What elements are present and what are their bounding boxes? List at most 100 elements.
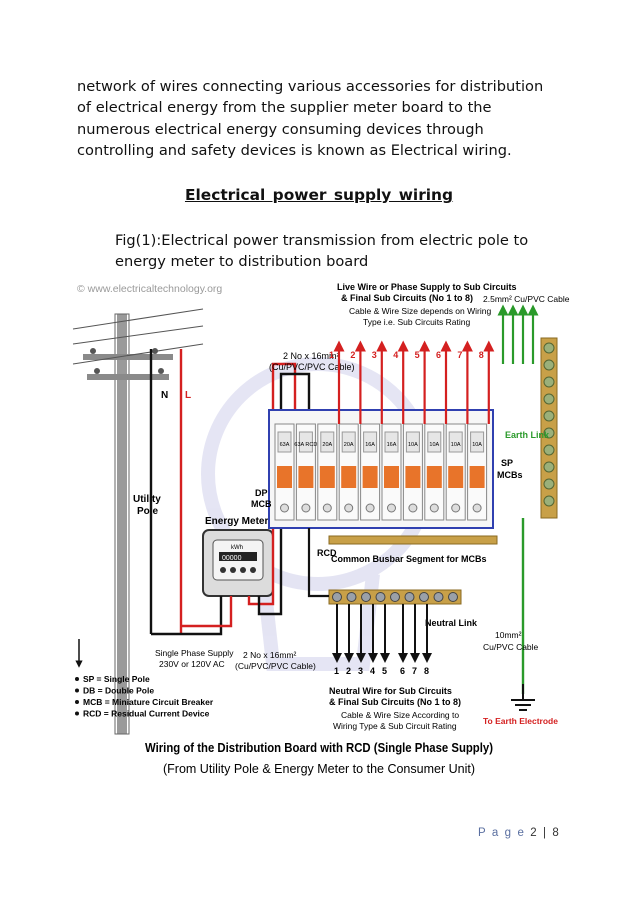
diagram-subtitle: (From Utility Pole & Energy Meter to the… (163, 762, 475, 776)
live-subtitle: Type i.e. Sub Circuits Rating (363, 317, 471, 327)
breaker-rating: 10A (429, 442, 439, 448)
circuit-breaker: 63A RCD (294, 423, 317, 521)
bullet-icon (75, 700, 79, 704)
meter-digits: 00000 (222, 555, 242, 562)
screw-icon (419, 592, 429, 602)
page-number: P a g e 2 | 8 (478, 827, 560, 839)
screw-icon (375, 592, 386, 602)
figure-caption: Fig(1):Electrical power transmission fro… (115, 230, 528, 273)
breaker-rating: 63A (280, 442, 290, 448)
screw-icon (543, 393, 555, 405)
neutral-title: & Final Sub Circuits (No 1 to 8) (329, 697, 461, 707)
circuit-breaker: 10A (424, 423, 445, 521)
bullet-icon (75, 688, 79, 693)
neutral-label: N (161, 390, 168, 401)
neutral-circuit-number: 6 (400, 666, 405, 676)
dp-mcb-label: DP (255, 488, 268, 498)
supply-label: 230V or 120V AC (159, 659, 225, 669)
paragraph-line: numerous electrical energy consuming dev… (77, 120, 484, 138)
live-title: Live Wire or Phase Supply to Sub Circuit… (337, 282, 516, 292)
live-circuit-number: 3 (372, 350, 377, 360)
screw-icon (433, 592, 444, 602)
screw-icon (390, 592, 400, 602)
live-subtitle: Cable & Wire Size depends on Wiring (349, 306, 491, 316)
circuit-breaker: 10A (445, 423, 466, 521)
breaker-rating: 10A (451, 442, 461, 448)
neutral-circuit-number: 3 (358, 666, 363, 676)
circuit-breaker: 16A (360, 423, 381, 521)
circuit-breaker: 10A (467, 423, 488, 521)
page-word: P a g e (478, 827, 526, 839)
screw-icon (448, 592, 458, 602)
sp-mcbs-label: SP (501, 458, 513, 468)
live-to-meter-wire (181, 596, 233, 628)
utility-pole-label: Pole (137, 506, 159, 517)
live-label: L (185, 390, 191, 401)
paragraph-line: controlling and safety devices is known … (77, 142, 512, 160)
live-circuit-number: 1 (329, 350, 334, 360)
screw-icon (543, 359, 555, 371)
cable-label: 2 No x 16mm² (243, 650, 297, 660)
page-current: 2 (530, 827, 539, 839)
busbar-label: Common Busbar Segment for MCBs (331, 554, 487, 564)
neutral-link-label: Neutral Link (425, 618, 478, 628)
caption-line: energy meter to distribution board (115, 253, 369, 271)
dp-mcb-label: MCB (251, 499, 272, 509)
screw-icon (543, 478, 555, 490)
utility-pole-label: Utility (133, 494, 161, 505)
breaker-rating: 16A (387, 442, 397, 448)
legend-item: SP = Single Pole (83, 674, 150, 684)
paragraph-line: of electrical energy from the supplier m… (77, 99, 492, 117)
meter-kwh-label: kWh (231, 545, 243, 551)
screw-icon (543, 444, 555, 456)
neutral-circuit-number: 8 (424, 666, 429, 676)
diagram-title: Wiring of the Distribution Board with RC… (145, 740, 493, 755)
bullet-icon (75, 711, 79, 716)
page-total: 8 (552, 827, 561, 839)
breaker-rating: 20A (322, 442, 332, 448)
neutral-to-meter-wire (151, 596, 223, 636)
screw-icon (543, 376, 555, 388)
earth-cable-label: 2.5mm² Cu/PVC Cable (483, 294, 570, 304)
neutral-screws (332, 592, 458, 602)
live-circuit-number: 4 (393, 350, 398, 360)
section-heading: Electrical power supply wiring (184, 186, 454, 204)
utility-pole-icon (72, 308, 204, 735)
screw-icon (543, 427, 555, 439)
live-title: & Final Sub Circuits (No 1 to 8) (341, 293, 473, 303)
paragraph-line: network of wires connecting various acce… (77, 78, 544, 95)
earth-ground-icon (511, 684, 535, 711)
live-circuit-number: 5 (415, 350, 420, 360)
wiring-diagram: © www.electricaltechnology.org Utility P… (72, 282, 570, 776)
sp-mcbs-label: MCBs (497, 470, 523, 480)
earth-cable-label: 10mm² (495, 630, 522, 640)
breaker-rating: 10A (472, 442, 482, 448)
earth-screws (543, 342, 555, 507)
page-separator-icon: | (543, 827, 548, 839)
neutral-circuit-number: 5 (382, 666, 387, 676)
circuit-breaker: 20A (317, 423, 338, 521)
live-circuit-number: 6 (436, 350, 441, 360)
neutral-subtitle: Cable & Wire Size According to (341, 710, 459, 720)
cable-label: 2 No x 16mm² (283, 351, 340, 361)
energy-meter-icon (202, 529, 274, 597)
screw-icon (543, 495, 555, 507)
intro-paragraph: network of wires connecting various acce… (77, 76, 577, 162)
neutral-subtitle: Wiring Type & Sub Circuit Rating (333, 721, 457, 731)
screw-icon (543, 461, 555, 473)
earth-cable-label: Cu/PVC Cable (483, 642, 539, 652)
cable-label: (Cu/PVC/PVC Cable) (235, 661, 316, 671)
circuit-breaker: 63A (274, 423, 295, 521)
screw-icon (543, 342, 555, 354)
live-circuit-number: 8 (479, 350, 484, 360)
legend-item: MCB = Miniature Circuit Breaker (83, 697, 214, 707)
screw-icon (404, 592, 415, 602)
rcd-to-neutral-wire (307, 528, 329, 598)
neutral-title: Neutral Wire for Sub Circuits (329, 686, 452, 696)
energy-meter-label: Energy Meter (205, 516, 268, 527)
breaker-rating: 10A (408, 442, 418, 448)
breaker-rating: 16A (365, 442, 375, 448)
caption-line: Fig(1):Electrical power transmission fro… (115, 232, 529, 249)
neutral-circuit-number: 7 (412, 666, 417, 676)
